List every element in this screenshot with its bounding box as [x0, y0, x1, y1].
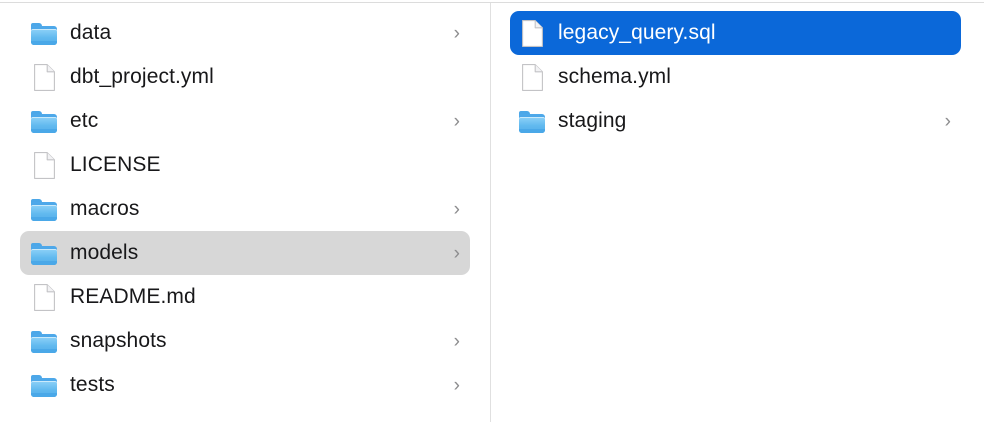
item-label: README.md	[70, 285, 196, 308]
folder-icon	[30, 106, 58, 136]
file-row[interactable]: schema.yml›	[510, 55, 961, 99]
chevron-right-icon[interactable]: ›	[453, 110, 460, 132]
item-label: dbt_project.yml	[70, 65, 214, 88]
document-icon	[30, 282, 58, 312]
item-label: schema.yml	[558, 65, 672, 88]
item-label: models	[70, 241, 139, 264]
document-icon	[518, 62, 546, 92]
item-label: macros	[70, 197, 140, 220]
chevron-right-icon[interactable]: ›	[944, 110, 951, 132]
folder-icon	[30, 238, 58, 268]
folder-row[interactable]: data ›	[20, 11, 470, 55]
finder-column-rows: data›dbt_project.yml›etc›LICENSE›macros›…	[0, 11, 490, 407]
document-icon	[30, 62, 58, 92]
column-browser: data›dbt_project.yml›etc›LICENSE›macros›…	[0, 3, 984, 422]
file-row[interactable]: LICENSE›	[20, 143, 470, 187]
file-row[interactable]: dbt_project.yml›	[20, 55, 470, 99]
chevron-right-icon[interactable]: ›	[453, 198, 460, 220]
folder-row[interactable]: etc ›	[20, 99, 470, 143]
folder-icon	[30, 370, 58, 400]
chevron-right-icon[interactable]: ›	[453, 22, 460, 44]
folder-icon	[30, 326, 58, 356]
item-label: LICENSE	[70, 153, 161, 176]
item-label: legacy_query.sql	[558, 21, 716, 44]
finder-column-rows: legacy_query.sql›schema.yml› staging ›	[491, 11, 983, 143]
folder-icon	[30, 18, 58, 48]
chevron-right-icon[interactable]: ›	[453, 242, 460, 264]
item-label: snapshots	[70, 329, 167, 352]
item-label: data	[70, 21, 112, 44]
folder-row[interactable]: tests ›	[20, 363, 470, 407]
chevron-right-icon[interactable]: ›	[453, 330, 460, 352]
folder-row[interactable]: staging ›	[510, 99, 961, 143]
finder-column-2: legacy_query.sql›schema.yml› staging ›	[491, 3, 983, 422]
folder-icon	[30, 194, 58, 224]
item-label: staging	[558, 109, 627, 132]
file-row[interactable]: legacy_query.sql›	[510, 11, 961, 55]
window-top-hairline	[0, 2, 984, 3]
folder-icon	[518, 106, 546, 136]
document-icon	[518, 18, 546, 48]
folder-row[interactable]: macros ›	[20, 187, 470, 231]
item-label: etc	[70, 109, 99, 132]
file-row[interactable]: README.md›	[20, 275, 470, 319]
folder-row[interactable]: snapshots ›	[20, 319, 470, 363]
finder-column-1: data›dbt_project.yml›etc›LICENSE›macros›…	[0, 3, 491, 422]
folder-row[interactable]: models ›	[20, 231, 470, 275]
chevron-right-icon[interactable]: ›	[453, 374, 460, 396]
item-label: tests	[70, 373, 115, 396]
document-icon	[30, 150, 58, 180]
